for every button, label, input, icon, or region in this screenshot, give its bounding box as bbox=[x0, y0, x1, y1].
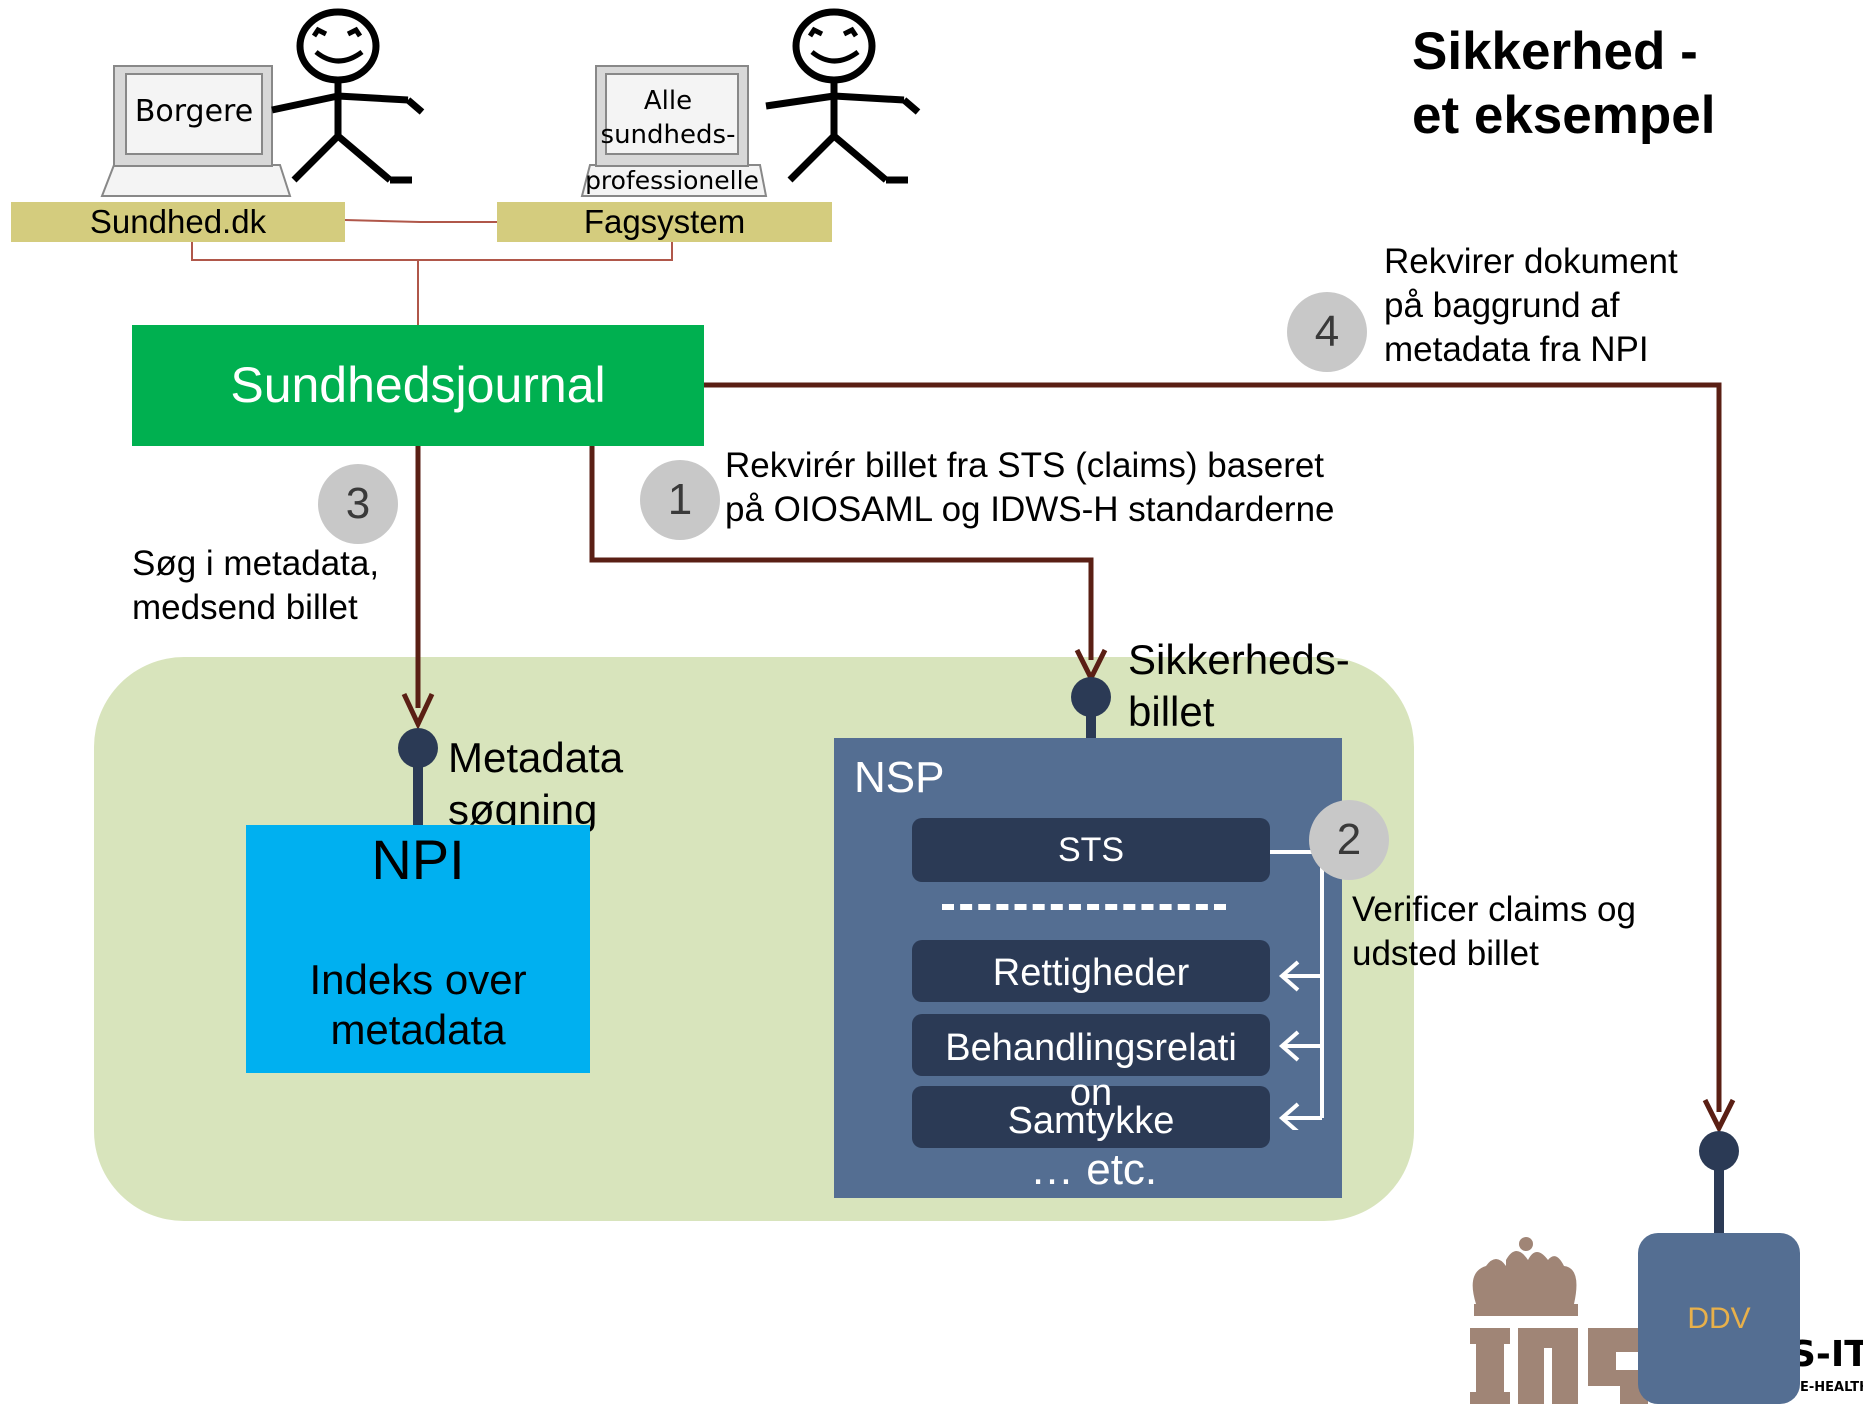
step-2-badge: 2 bbox=[1309, 800, 1389, 880]
step-4-label: Rekvirer dokument på baggrund af metadat… bbox=[1384, 242, 1678, 369]
sts-service: STS bbox=[912, 818, 1270, 882]
separator-line bbox=[942, 904, 1226, 910]
step-4-badge: 4 bbox=[1287, 292, 1367, 372]
metadata-search-label: Metadata søgning bbox=[448, 734, 624, 833]
treatment-relation-wrap: on bbox=[1069, 1072, 1113, 1114]
stick-figure-icon bbox=[765, 8, 921, 184]
ddv-interface bbox=[1699, 1131, 1739, 1233]
npi-box: NPI Indeks over metadata bbox=[246, 825, 590, 1073]
logo-subtext: E-HEALTH bbox=[1800, 1380, 1863, 1395]
professional-monitor-label: Alle sundheds- bbox=[600, 86, 736, 150]
stick-figure-icon bbox=[271, 8, 425, 184]
professional-actor bbox=[580, 8, 921, 197]
frontend-links bbox=[191, 219, 673, 325]
step-3-badge: 3 bbox=[318, 464, 398, 544]
nsp-title: NSP bbox=[854, 753, 945, 802]
page-title: Sikkerhed -et eksempel bbox=[1412, 22, 1716, 145]
monitor-icon bbox=[580, 65, 768, 197]
verification-bracket bbox=[1270, 850, 1324, 1130]
consent-label: Samtykke bbox=[1007, 1100, 1175, 1142]
monitor-icon bbox=[100, 65, 292, 197]
arrow-request-document bbox=[704, 382, 1736, 1134]
logo-crown-icon bbox=[1470, 1237, 1648, 1404]
fagsystem: Fagsystem bbox=[497, 202, 832, 242]
step-3-label: Søg i metadata, medsend billet bbox=[132, 544, 380, 627]
more-services: … etc. bbox=[1030, 1145, 1158, 1194]
treatment-relation-service: Behandlingsrelati bbox=[912, 1014, 1270, 1076]
sundhedsjournal-system: Sundhedsjournal bbox=[132, 325, 704, 446]
ddv-box: DDV bbox=[1638, 1233, 1800, 1404]
consent-service: on Samtykke bbox=[912, 1074, 1270, 1148]
citizen-actor bbox=[100, 8, 425, 197]
logo-text: S-IT bbox=[1790, 1334, 1863, 1375]
step-2-label: Verificer claims og udsted billet bbox=[1352, 890, 1636, 973]
security-ticket-label: Sikkerheds- billet bbox=[1128, 636, 1350, 735]
metadata-interface bbox=[398, 728, 438, 825]
professional-monitor-caption: professionelle bbox=[585, 166, 759, 195]
citizen-monitor-label: Borgere bbox=[134, 94, 254, 129]
npi-title: NPI bbox=[371, 828, 465, 891]
nsp-box: NSP STS Rettigheder Behandlingsrelati on… bbox=[834, 738, 1342, 1198]
sundhed-dk-system: Sundhed.dk bbox=[11, 202, 345, 242]
npi-description: Indeks over metadata bbox=[309, 956, 527, 1053]
arrow-search-metadata bbox=[401, 446, 435, 730]
step-1-label: Rekvirér billet fra STS (claims) baseret… bbox=[725, 446, 1335, 529]
step-1-badge: 1 bbox=[640, 460, 720, 540]
rights-service: Rettigheder bbox=[912, 940, 1270, 1002]
